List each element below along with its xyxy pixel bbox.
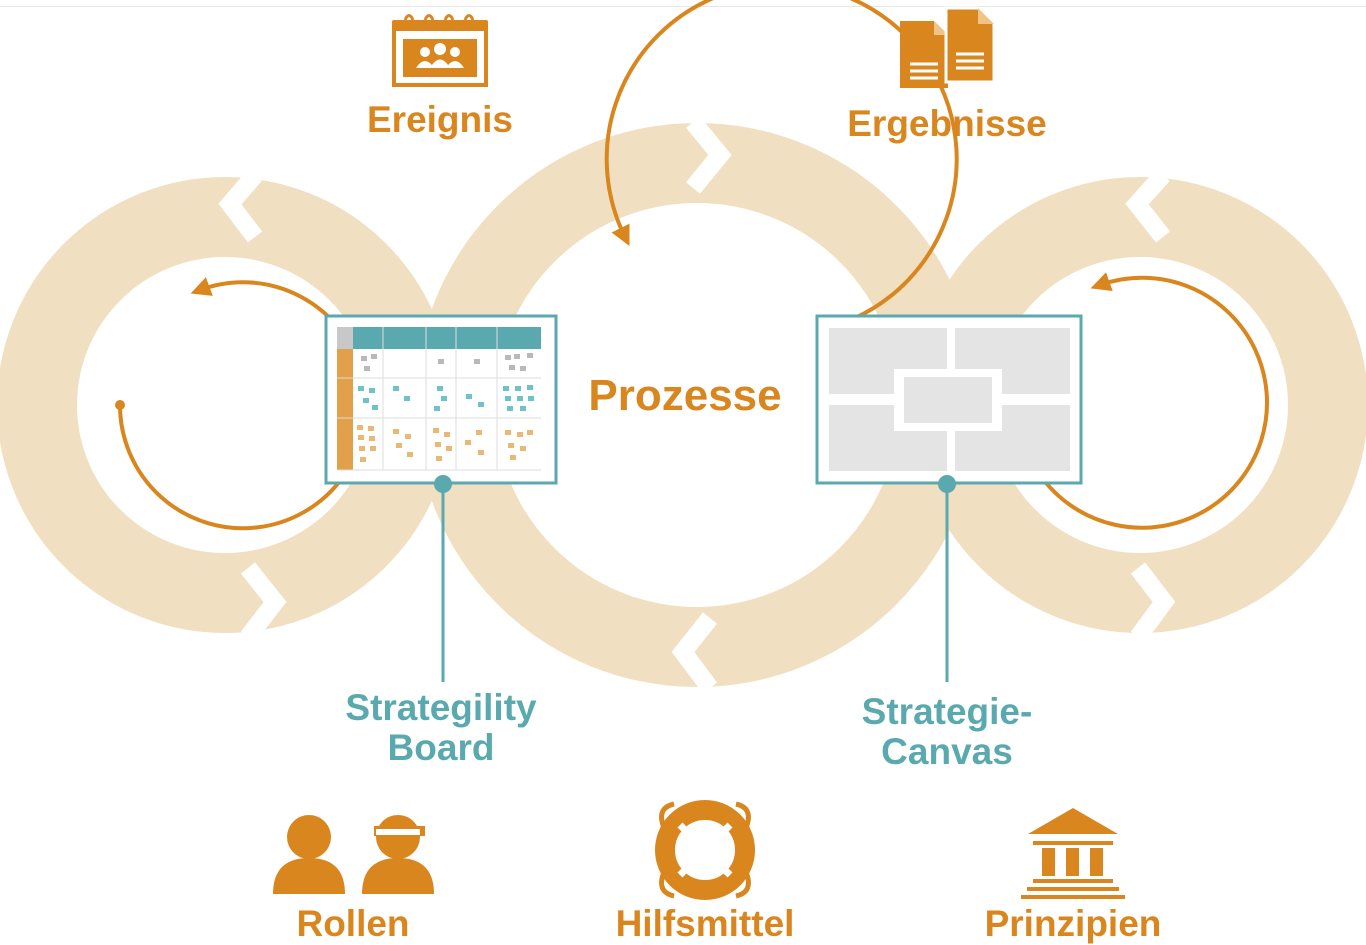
calendar-people-icon xyxy=(392,14,488,87)
left-arrow-start-dot xyxy=(115,400,125,410)
roles-label: Rollen xyxy=(296,903,410,944)
board-label-line2: Board xyxy=(387,726,495,768)
lifebuoy-icon xyxy=(655,800,755,900)
chevron-center-top xyxy=(686,116,732,194)
board-label-line1: Strategility xyxy=(345,687,537,728)
canvas-label-line2: Canvas xyxy=(881,730,1013,772)
chevron-left-top xyxy=(218,169,263,243)
pillars-building-icon xyxy=(1021,808,1125,899)
documents-icon xyxy=(900,6,996,88)
board-label: Strategility Board xyxy=(311,688,571,768)
chevron-right-top xyxy=(1125,168,1171,243)
results-label: Ergebnisse xyxy=(847,103,1047,144)
canvas-label: Strategie- Canvas xyxy=(817,692,1077,772)
tools-label: Hilfsmittel xyxy=(615,903,795,944)
principles-label: Prinzipien xyxy=(984,903,1162,944)
ring-chevrons xyxy=(218,116,1176,694)
people-icon xyxy=(273,815,434,894)
chevron-center-bottom xyxy=(671,612,718,694)
kanban-board-icon xyxy=(324,314,558,682)
chevron-right-bottom xyxy=(1130,562,1176,643)
center-process-label: Prozesse xyxy=(588,371,782,420)
canvas-label-line1: Strategie- xyxy=(861,691,1033,732)
center-cycle-arrow xyxy=(604,0,959,320)
right-cycle-arrow xyxy=(1038,272,1269,530)
event-label: Ereignis xyxy=(367,99,513,140)
top-divider xyxy=(0,6,1366,7)
chevron-left-bottom xyxy=(240,562,287,643)
canvas-grid-icon xyxy=(815,314,1083,682)
